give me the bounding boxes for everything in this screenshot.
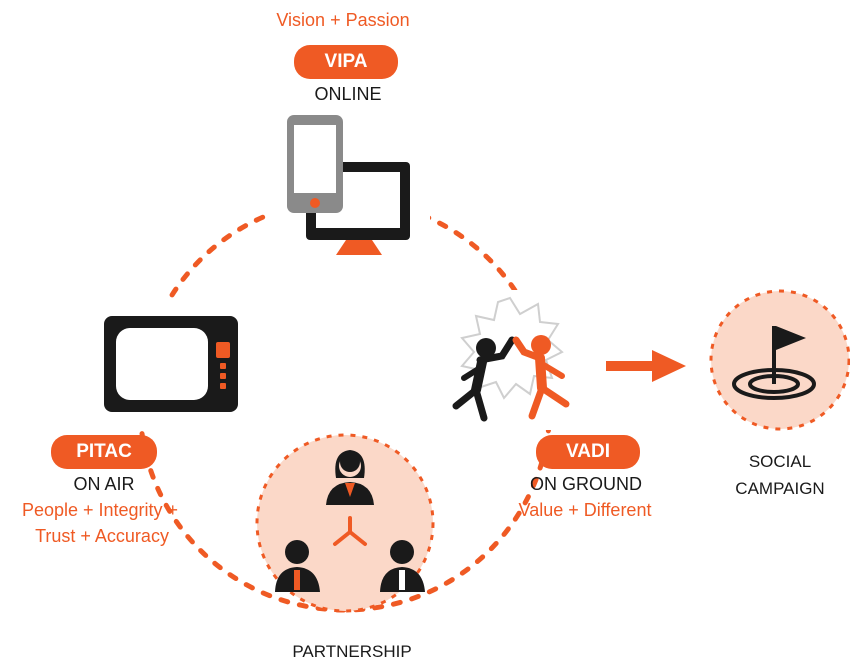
monitor-icon (306, 162, 410, 255)
social-label-line2: CAMPAIGN (735, 479, 825, 498)
vipa-channel-label: ONLINE (314, 84, 382, 104)
people-network-icon (255, 433, 435, 613)
high-five-icon (452, 296, 570, 422)
vipa-badge: VIPA (294, 45, 398, 79)
pitac-values-line1: People + Integrity + (21, 500, 179, 520)
social-label-line1: SOCIAL (748, 452, 812, 471)
vadi-channel-label: ON GROUND (530, 474, 642, 494)
pitac-values-line2: Trust + Accuracy (35, 526, 169, 546)
vadi-badge: VADI (536, 435, 640, 469)
partnership-label: PARTNERSHIP (292, 642, 412, 661)
pitac-badge: PITAC (51, 435, 157, 469)
arrow-right-icon (606, 350, 686, 382)
pitac-channel-label: ON AIR (73, 474, 135, 494)
vipa-tagline: Vision + Passion (276, 10, 410, 30)
tv-icon (104, 316, 238, 412)
vadi-values: Value + Different (518, 500, 652, 520)
phone-icon (287, 115, 343, 213)
flag-target-icon (709, 289, 850, 431)
